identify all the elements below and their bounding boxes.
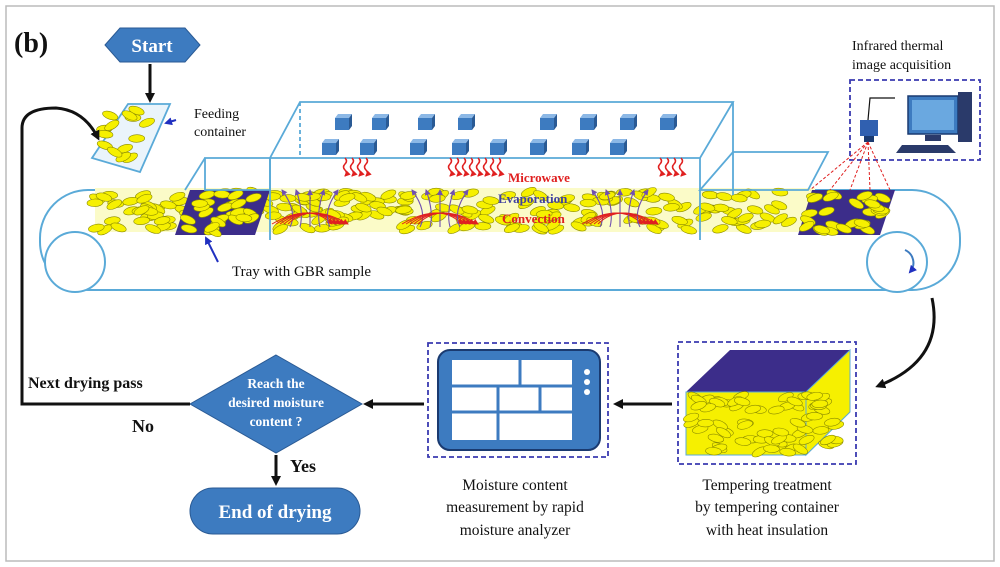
tempering-caption-line3: with heat insulation (706, 522, 829, 539)
feeding-container (90, 103, 172, 174)
tray-right (798, 189, 895, 236)
tempering-caption-line1: Tempering treatment (702, 477, 832, 494)
evaporation-label: Evaporation (498, 191, 568, 206)
roller-rotation-icon (904, 249, 917, 274)
feeding-label-line2: container (194, 125, 246, 140)
microwave-label: Microwave (508, 170, 570, 185)
end-node (189, 487, 361, 535)
microwave-chamber (184, 101, 830, 240)
heat-flow-arrows (271, 189, 659, 228)
microwave-waves (342, 157, 687, 177)
to-tempering-arrow (875, 297, 936, 389)
yes-label: Yes (290, 456, 316, 476)
feeding-label-line1: Feeding (194, 107, 239, 122)
feeding-pointer (164, 117, 177, 126)
moisture-analyzer-icon (437, 349, 601, 451)
decision-node (188, 354, 364, 454)
figure-frame (5, 5, 995, 562)
decision-line3: content ? (250, 414, 303, 429)
tray-label: Tray with GBR sample (232, 264, 371, 280)
convection-label: Convection (502, 211, 566, 226)
decision-line1: Reach the (247, 376, 304, 391)
infrared-label-line1: Infrared thermal (852, 39, 943, 54)
no-label: No (132, 416, 154, 436)
right-roller (866, 231, 928, 293)
start-label: Start (131, 36, 173, 57)
moisture-caption-line3: moisture analyzer (460, 522, 571, 539)
computer-icon (896, 92, 972, 153)
infrared-label-line2: image acquisition (852, 58, 951, 73)
decision-line2: desired moisture (228, 395, 324, 410)
tempering-caption-line2: by tempering container (695, 499, 840, 516)
camera-icon (860, 97, 895, 142)
tempering-box (677, 341, 857, 465)
infrared-beams (809, 141, 891, 191)
panel-label: (b) (14, 28, 48, 59)
moisture-caption-line2: measurement by rapid (446, 499, 584, 516)
tray-pointer (205, 236, 219, 263)
end-label: End of drying (219, 502, 332, 523)
left-roller (44, 231, 106, 293)
moisture-caption-line1: Moisture content (462, 477, 568, 494)
next-pass-arrow (20, 106, 190, 406)
magnetron-array (322, 114, 677, 155)
start-node (104, 27, 201, 63)
tray-left (175, 190, 270, 238)
next-pass-label: Next drying pass (28, 375, 143, 392)
infrared-box (849, 79, 981, 161)
tempering-container (683, 348, 851, 458)
moisture-box (427, 342, 609, 458)
